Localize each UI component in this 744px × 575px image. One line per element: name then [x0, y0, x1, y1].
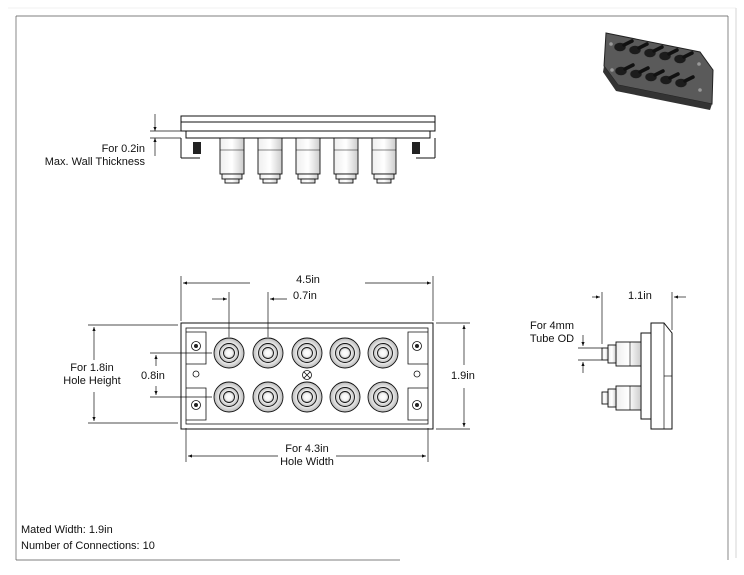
center-screw-icon	[302, 370, 312, 380]
tube-od-line2: Tube OD	[529, 333, 575, 345]
sheet-border	[8, 7, 737, 561]
wall-thickness-line2: Max. Wall Thickness	[44, 156, 145, 168]
tube-od-line1: For 4mm	[530, 320, 574, 332]
mated-width-spec: Mated Width: 1.9in	[21, 524, 113, 536]
connections-spec: Number of Connections: 10	[21, 540, 155, 552]
spacing-dimension	[212, 292, 287, 337]
wall-thickness-dimension	[150, 114, 181, 156]
hole-width-line2: Hole Width	[280, 456, 334, 468]
hole-height-line1: For 1.8in	[70, 362, 114, 374]
front-view	[180, 322, 434, 430]
top-width-label: 4.5in	[296, 274, 320, 286]
hole-spacing-label: 0.7in	[293, 290, 317, 302]
side-depth-dimension	[592, 292, 686, 344]
tube-od-note: For 4mm Tube OD	[522, 320, 582, 346]
tube-od-dimension	[578, 335, 602, 373]
hole-height-dimension	[88, 324, 178, 424]
isometric-view	[603, 32, 714, 110]
hole-width-dimension	[185, 428, 429, 462]
wall-thickness-note: For 0.2in Max. Wall Thickness	[45, 143, 145, 169]
side-depth-label: 1.1in	[628, 290, 652, 302]
row-spacing-dimension	[150, 352, 212, 398]
height-dimension	[436, 322, 470, 430]
row-spacing-label: 0.8in	[141, 370, 165, 382]
top-view	[180, 115, 436, 184]
hole-height-line2: Hole Height	[63, 375, 121, 387]
hole-width-line1: For 4.3in	[285, 443, 329, 455]
height-label: 1.9in	[451, 370, 475, 382]
side-view	[601, 322, 673, 430]
width-dimension	[180, 276, 434, 321]
hole-height-note: For 1.8in Hole Height	[52, 362, 132, 388]
wall-thickness-line1: For 0.2in	[101, 143, 145, 155]
hole-width-note: For 4.3in Hole Width	[262, 443, 352, 469]
